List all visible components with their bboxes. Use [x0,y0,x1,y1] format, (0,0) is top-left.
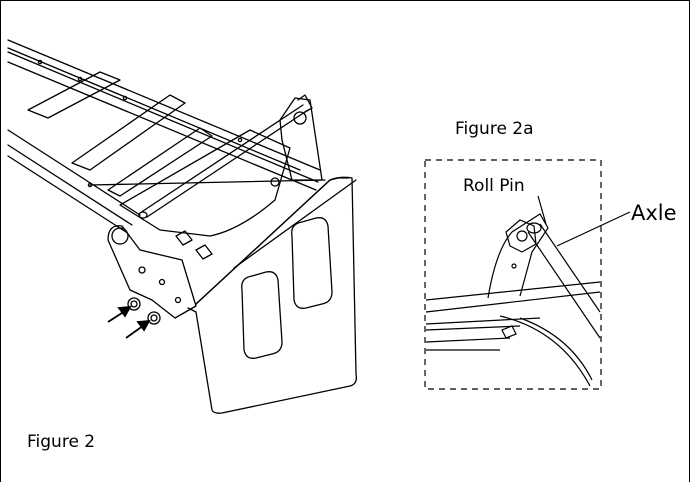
figure-2-label: Figure 2 [27,432,96,452]
roll-pin-label: Roll Pin [463,176,525,196]
frame-rails [7,39,326,237]
upper-bracket [270,97,323,187]
side-bracket [107,225,213,319]
nuts [127,297,161,325]
hopper-panel [187,176,358,414]
axle-label: Axle [631,201,677,225]
arrow-icons [107,305,151,339]
figure-2a-label: Figure 2a [455,119,534,139]
figure-2a-detail [424,159,631,390]
